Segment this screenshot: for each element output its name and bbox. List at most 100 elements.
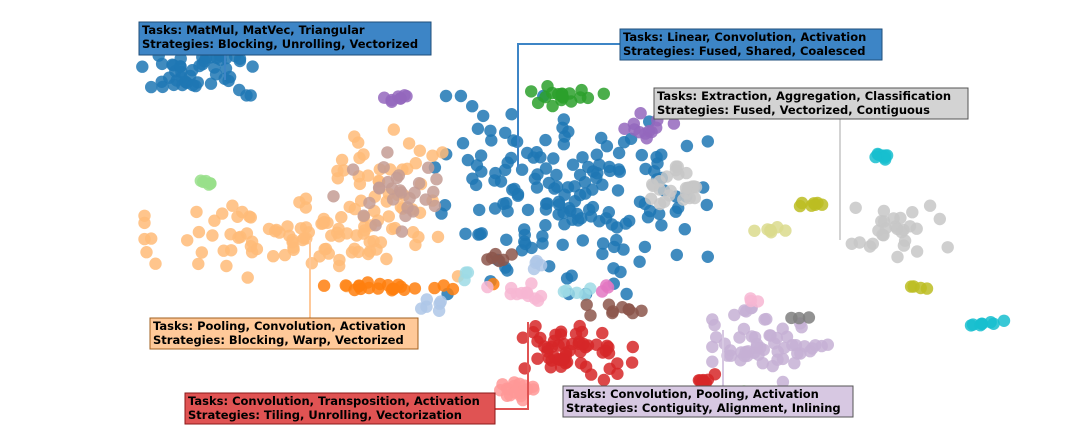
annotation-leaders [224, 43, 841, 410]
scatter-point [760, 312, 773, 326]
scatter-point [701, 135, 714, 148]
scatter-point [907, 280, 920, 293]
scatter-point [430, 173, 443, 186]
scatter-point [596, 237, 610, 250]
scatter-point [195, 246, 208, 259]
scatter-point [145, 80, 158, 94]
scatter-point [596, 178, 609, 191]
scatter-point [348, 130, 361, 143]
scatter-point [233, 83, 246, 97]
scatter-point [669, 160, 683, 173]
scatter-point [576, 234, 589, 247]
scatter-point [438, 199, 452, 212]
scatter-point [771, 353, 784, 366]
scatter-point [721, 349, 734, 362]
scatter-point [378, 91, 391, 104]
scatter-point [475, 165, 488, 178]
scatter-point [216, 207, 229, 220]
scatter-point [506, 183, 519, 196]
scatter-point [906, 206, 919, 219]
scatter-point [556, 238, 569, 251]
scatter-point [580, 298, 593, 311]
scatter-point [602, 347, 616, 360]
scatter-point [737, 322, 751, 336]
scatter-point [409, 157, 422, 170]
scatter-point [987, 317, 1000, 330]
scatter-point [412, 177, 426, 190]
scatter-point [439, 89, 453, 103]
scatter-point [281, 220, 294, 233]
annotation-box: Tasks: Pooling, Convolution, ActivationS… [149, 317, 419, 350]
scatter-point [461, 266, 475, 279]
scatter-point [500, 233, 513, 246]
scatter-point [262, 222, 276, 236]
scatter-point [392, 90, 405, 103]
scatter-point [640, 132, 653, 145]
scatter-point [876, 228, 889, 242]
scatter-point [748, 224, 761, 237]
scatter-point [380, 252, 393, 266]
scatter-point [923, 199, 937, 212]
scatter-point [477, 109, 490, 123]
scatter-point [778, 341, 791, 355]
scatter-point [670, 248, 683, 262]
scatter-point [485, 134, 498, 147]
scatter-point [606, 305, 620, 318]
scatter-point [346, 163, 360, 176]
scatter-point [484, 124, 497, 137]
scatter-point [434, 295, 447, 308]
scatter-point [278, 248, 292, 262]
scatter-point [363, 196, 376, 210]
scatter-point [664, 184, 677, 198]
scatter-point [634, 107, 647, 120]
scatter-point [358, 224, 371, 237]
scatter-point [539, 133, 552, 147]
scatter-point [603, 362, 616, 375]
scatter-point [806, 342, 819, 355]
annotation-leader-line [495, 322, 529, 410]
scatter-point [186, 78, 199, 92]
scatter-point [595, 131, 608, 145]
scatter-point [431, 230, 445, 244]
scatter-point [426, 149, 439, 162]
scatter-point [579, 360, 593, 373]
scatter-point [751, 295, 765, 308]
scatter-point [352, 279, 366, 292]
scatter-point [679, 181, 693, 195]
scatter-point [531, 168, 544, 181]
scatter-point [877, 215, 891, 228]
scatter-point [381, 146, 394, 159]
scatter-point [655, 219, 668, 232]
scatter-point [198, 55, 211, 68]
scatter-point [792, 311, 806, 325]
scatter-point [579, 187, 592, 200]
scatter-point [530, 254, 544, 268]
scatter-point [739, 345, 752, 359]
annotation-box-background [653, 87, 969, 120]
scatter-point [582, 160, 595, 174]
scatter-point [780, 330, 794, 343]
scatter-point [599, 212, 613, 225]
scatter-point [428, 199, 442, 213]
scatter-point [539, 219, 552, 232]
scatter-point [521, 146, 534, 160]
scatter-point [728, 308, 741, 322]
scatter-point [516, 331, 530, 344]
scatter-point [138, 216, 151, 230]
scatter-point [933, 212, 946, 226]
scatter-point [204, 177, 217, 190]
annotation-strategies-text: Strategies: Contiguity, Alignment, Inlin… [566, 401, 841, 415]
scatter-point [788, 357, 801, 370]
scatter-point [217, 244, 230, 257]
scatter-point [155, 57, 169, 71]
scatter-point [518, 362, 531, 375]
scatter-point [413, 144, 426, 157]
scatter-point [575, 212, 588, 225]
scatter-point [313, 250, 326, 263]
scatter-point [149, 257, 162, 270]
scatter-point [471, 122, 485, 135]
scatter-point [558, 130, 571, 143]
scatter-point [546, 99, 559, 113]
scatter-point [335, 153, 349, 167]
